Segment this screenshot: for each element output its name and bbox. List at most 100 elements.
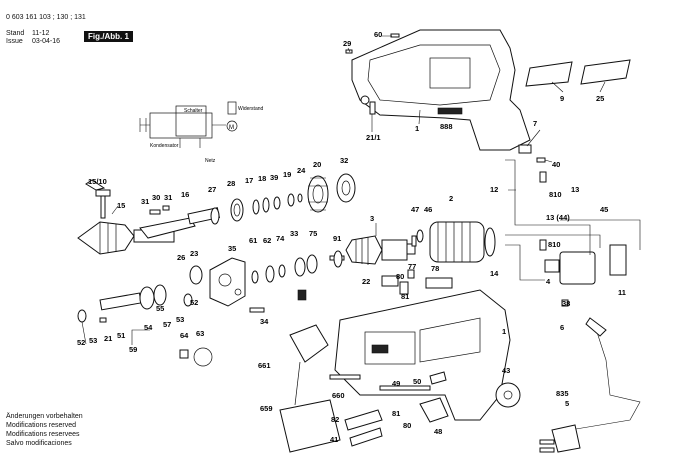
part-75 <box>306 254 318 274</box>
depth-scale-82 <box>344 409 383 431</box>
label-51: 51 <box>117 331 125 340</box>
part-48 <box>419 397 449 423</box>
note-es: Salvo modificaciones <box>6 440 72 447</box>
part-31 <box>149 209 161 215</box>
gear-housing-35 <box>209 257 246 307</box>
label-661: 661 <box>258 361 271 370</box>
label-64: 64 <box>180 331 189 340</box>
ring-19 <box>287 193 295 207</box>
label-plate-25 <box>580 59 631 85</box>
wiring-schematic <box>139 101 238 148</box>
label-14: 14 <box>490 269 499 278</box>
note-de: Änderungen vorbehalten <box>6 413 83 420</box>
label-13-44: 13 (44) <box>546 213 570 222</box>
part-78 <box>425 277 453 289</box>
label-61: 61 <box>249 236 257 245</box>
label-27: 27 <box>208 185 216 194</box>
label-81: 81 <box>401 292 409 301</box>
part-77 <box>407 269 415 279</box>
label-80: 80 <box>396 272 404 281</box>
label-28: 28 <box>227 179 235 188</box>
label-2: 2 <box>449 194 453 203</box>
part-91 <box>333 250 343 268</box>
label-80-low: 80 <box>403 421 411 430</box>
label-47: 47 <box>411 205 419 214</box>
label-18: 18 <box>258 174 266 183</box>
note-en: Modifications reserved <box>6 422 77 429</box>
label-45: 45 <box>600 205 608 214</box>
gear-32 <box>336 173 356 203</box>
schematic-netz: Netz <box>205 158 216 164</box>
label-91: 91 <box>333 234 341 243</box>
part-23 <box>189 265 203 285</box>
label-60: 60 <box>374 30 382 39</box>
part-810-b <box>539 239 547 251</box>
label-62: 62 <box>263 236 271 245</box>
modification-notes: Änderungen vorbehalten Modifications res… <box>6 412 83 448</box>
label-810: 810 <box>549 190 562 199</box>
label-41: 41 <box>330 435 338 444</box>
label-20: 20 <box>313 160 321 169</box>
screw-40 <box>536 157 546 163</box>
rod-660 <box>329 374 361 380</box>
label-31-b: 31 <box>164 193 172 202</box>
bearing-28 <box>230 198 244 222</box>
label-23: 23 <box>190 249 198 258</box>
ring-39 <box>273 196 281 210</box>
part-33 <box>294 257 306 277</box>
label-75: 75 <box>309 229 317 238</box>
cable-14 <box>505 244 545 281</box>
label-59: 59 <box>129 345 137 354</box>
label-30: 30 <box>152 193 160 202</box>
power-cable <box>569 325 641 431</box>
label-21: 21 <box>104 334 112 343</box>
housing-top <box>351 29 531 151</box>
label-13: 13 <box>571 185 579 194</box>
label-82: 82 <box>331 415 339 424</box>
part-41 <box>349 427 383 447</box>
note-fr: Modifications reservees <box>6 431 80 438</box>
switch-assembly <box>544 244 627 285</box>
label-810-b: 810 <box>548 240 561 249</box>
ring-18 <box>262 197 270 213</box>
plug-pin-2 <box>539 447 555 453</box>
label-63: 63 <box>196 329 204 338</box>
part-62 <box>265 265 275 283</box>
label-19: 19 <box>283 170 291 179</box>
doc-number: 0 603 161 103 ; 130 ; 131 <box>6 14 86 21</box>
rod-49 <box>379 385 431 391</box>
label-21-1: 21/1 <box>366 133 381 142</box>
label-35: 35 <box>228 244 236 253</box>
ring-24 <box>297 193 303 203</box>
screw-60 <box>390 33 400 38</box>
label-49: 49 <box>392 379 400 388</box>
part-52-lower <box>77 309 87 323</box>
label-81-low: 81 <box>392 409 400 418</box>
screw-38 <box>561 299 569 307</box>
plug-pin <box>539 439 555 445</box>
figure-label: Fig./Abb. 1 <box>84 31 133 42</box>
label-31: 31 <box>141 197 149 206</box>
label-11: 11 <box>618 288 626 297</box>
plug-5 <box>551 424 581 453</box>
label-34: 34 <box>260 317 269 326</box>
label-835: 835 <box>556 389 569 398</box>
label-22: 22 <box>362 277 370 286</box>
label-5: 5 <box>565 399 569 408</box>
label-15-10: 15/10 <box>88 177 107 186</box>
label-48: 48 <box>434 427 442 436</box>
issue-value: 03-04-16 <box>32 38 61 45</box>
label-6: 6 <box>560 323 564 332</box>
label-plate-9 <box>525 61 573 87</box>
part-53 <box>99 317 107 323</box>
cable-guard-6 <box>585 317 607 337</box>
label-9: 9 <box>560 94 564 103</box>
label-29: 29 <box>343 39 351 48</box>
part-47 <box>411 235 417 247</box>
drill-chuck <box>77 221 175 255</box>
label-74: 74 <box>276 234 285 243</box>
part-64 <box>179 349 189 359</box>
part-21-1 <box>369 101 376 115</box>
part-7 <box>518 144 532 154</box>
label-38: 38 <box>562 299 570 308</box>
